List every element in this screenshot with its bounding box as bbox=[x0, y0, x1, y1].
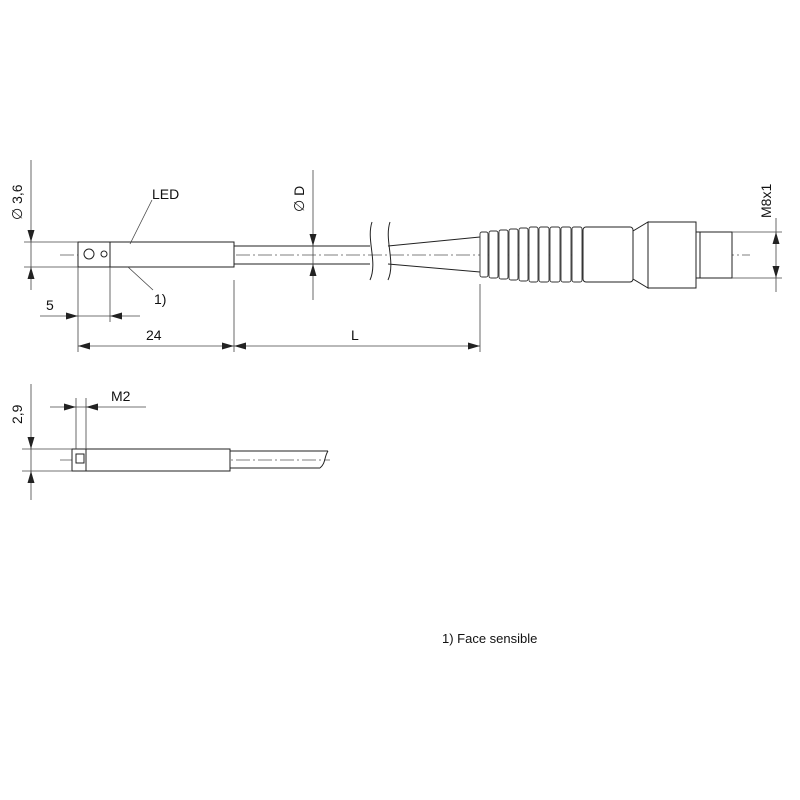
label-side-height: 2,9 bbox=[9, 404, 25, 424]
side-screw-slot bbox=[75, 453, 85, 464]
coupling-nut bbox=[647, 221, 697, 289]
top-view: ∅ 3,6 LED 1) ∅ D M8x1 bbox=[9, 160, 782, 352]
label-cable-diameter: ∅ D bbox=[291, 186, 307, 212]
note-leader-line bbox=[127, 266, 154, 291]
label-led: LED bbox=[152, 186, 179, 202]
mounting-hole bbox=[100, 250, 108, 258]
dimension-thread: M8x1 bbox=[732, 184, 782, 292]
cable-break-mark-2 bbox=[387, 221, 392, 281]
led-indicator bbox=[83, 248, 95, 260]
label-body-diameter: ∅ 3,6 bbox=[9, 184, 25, 220]
dimension-body-diameter: ∅ 3,6 bbox=[9, 160, 78, 290]
label-cable-length: L bbox=[351, 327, 359, 343]
led-leader-line bbox=[129, 199, 153, 245]
sensor-body bbox=[77, 241, 235, 268]
dimension-side-height: 2,9 bbox=[9, 384, 72, 500]
m8-connector bbox=[479, 221, 733, 289]
side-view: 2,9 M2 bbox=[9, 384, 330, 500]
led-indicator-core bbox=[87, 252, 91, 256]
label-sensing-offset: 5 bbox=[46, 297, 54, 313]
dimension-lengths: 24 L bbox=[78, 327, 480, 350]
cable-break-mark bbox=[369, 221, 374, 281]
m8-thread bbox=[695, 231, 733, 279]
label-screw: M2 bbox=[111, 388, 131, 404]
label-thread: M8x1 bbox=[758, 184, 774, 218]
side-sensor-body bbox=[71, 448, 231, 472]
footnote: 1) Face sensible bbox=[442, 631, 537, 646]
dimension-sensing-offset: 5 bbox=[40, 297, 140, 320]
dimension-cable-diameter: ∅ D bbox=[291, 170, 317, 300]
label-body-length: 24 bbox=[146, 327, 162, 343]
dimension-screw: M2 bbox=[50, 388, 146, 449]
cable bbox=[234, 221, 481, 281]
label-note-ref: 1) bbox=[154, 291, 166, 307]
